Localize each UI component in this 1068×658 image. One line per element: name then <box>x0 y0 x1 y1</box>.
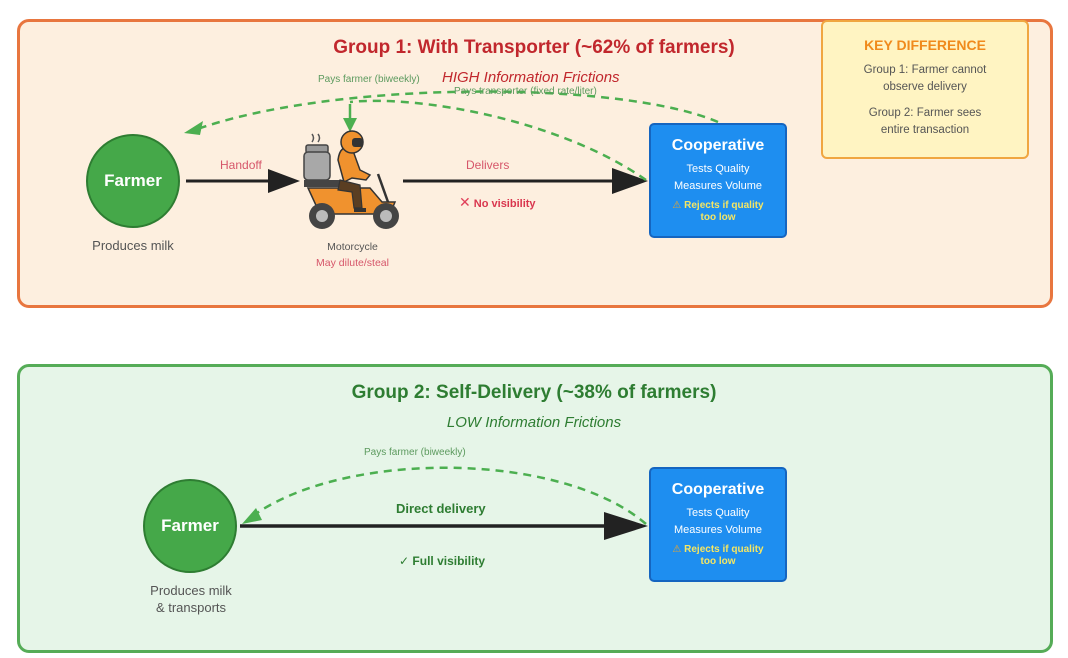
motorcycle-icon <box>300 130 405 235</box>
pays-farmer-arc-2 <box>249 466 647 525</box>
key-difference-item: Group 1: Farmer cannot observe delivery <box>863 64 987 93</box>
cross-icon: ✕ <box>459 194 471 210</box>
cooperative-title: Cooperative <box>671 137 765 154</box>
cooperative-title: Cooperative <box>671 481 765 498</box>
pays-farmer-arrowhead <box>184 121 203 135</box>
motorcycle-caption: Motorcycle <box>327 241 378 253</box>
warning-icon: ⚠ <box>672 200 682 211</box>
farmer-node-2: Farmer <box>143 479 237 573</box>
farmer-caption-2: Produces milk & transports <box>150 583 232 615</box>
delivers-label: Delivers <box>466 158 510 172</box>
warning-icon: ⚠ <box>672 544 682 555</box>
handoff-arrow <box>186 169 300 193</box>
pays-farmer-arrowhead-2 <box>242 508 262 524</box>
check-icon: ✓ <box>399 554 410 568</box>
direct-delivery-arrow <box>240 512 648 540</box>
pays-transporter-label: Pays transporter (fixed rate/liter) <box>454 86 597 97</box>
key-difference-box: KEY DIFFERENCE Group 1: Farmer cannot ob… <box>821 20 1029 159</box>
motorcycle-note: May dilute/steal <box>316 257 389 269</box>
pays-farmer-arc <box>191 90 719 133</box>
key-difference-item: Group 2: Farmer sees entire transaction <box>868 107 982 136</box>
cooperative-line: Measures Volume <box>673 524 763 536</box>
cooperative-node-2: Cooperative Tests Quality Measures Volum… <box>649 467 787 582</box>
direct-delivery-label: Direct delivery <box>396 501 486 516</box>
handoff-label: Handoff <box>220 158 262 172</box>
cooperative-line: Measures Volume <box>673 180 763 192</box>
cooperative-line: Tests Quality <box>686 163 750 175</box>
group1-title: Group 1: With Transporter (~62% of farme… <box>333 37 735 58</box>
key-difference-title: KEY DIFFERENCE <box>864 37 986 53</box>
group1-subtitle: HIGH Information Frictions <box>442 69 620 86</box>
delivers-arrow <box>403 168 648 194</box>
full-visibility-label: ✓ Full visibility <box>399 554 486 568</box>
group2-title: Group 2: Self-Delivery (~38% of farmers) <box>351 382 717 403</box>
no-visibility-label: ✕ No visibility <box>459 194 536 210</box>
cooperative-node-1: Cooperative Tests Quality Measures Volum… <box>649 123 787 238</box>
pays-transporter-arc <box>349 99 647 182</box>
farmer-label: Farmer <box>161 516 219 535</box>
cooperative-line: Tests Quality <box>686 507 750 519</box>
farmer-node: Farmer <box>86 134 180 228</box>
pays-farmer-label: Pays farmer (biweekly) <box>318 74 420 85</box>
pays-farmer-label-2: Pays farmer (biweekly) <box>364 447 466 458</box>
farmer-label: Farmer <box>104 171 162 190</box>
farmer-caption: Produces milk <box>92 238 174 253</box>
pays-transporter-arrowhead <box>343 118 357 132</box>
group2-subtitle: LOW Information Frictions <box>446 414 622 431</box>
